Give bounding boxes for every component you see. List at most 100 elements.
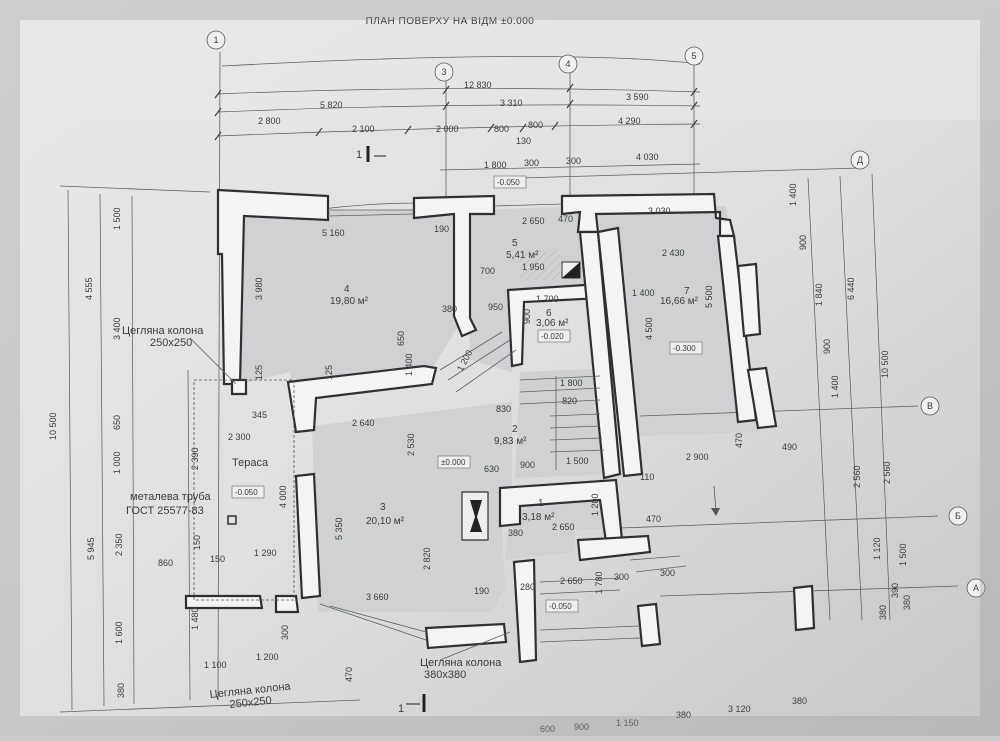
dim-r-4: 900 (822, 339, 832, 354)
dim-l-14: 4 000 (278, 485, 288, 508)
dim-l-23: 345 (252, 410, 267, 420)
dimension-chains-top (214, 83, 701, 171)
dim-in-10: 1 700 (536, 294, 559, 304)
dim-in-27: 380 (508, 528, 523, 538)
dim-l-22: 470 (344, 667, 354, 682)
dim-in-26: 2 650 (552, 522, 575, 532)
dim-l-10: 1 600 (114, 621, 124, 644)
dim-l-6: 1 000 (112, 451, 122, 474)
dim-in-1: 190 (434, 224, 449, 234)
stairs (439, 331, 687, 643)
terrace-outline (193, 379, 295, 601)
dim-l-25: 125 (324, 365, 334, 380)
dim-in-22: 630 (484, 464, 499, 474)
dim-in-23: 900 (520, 460, 535, 470)
dim-r-13: 380 (902, 595, 912, 610)
dim-l-29: 1 780 (594, 571, 604, 594)
dim-l-5: 650 (112, 415, 122, 430)
dim-in-4: 3 030 (648, 206, 671, 216)
dim-in-32: 2 650 (560, 576, 583, 586)
room-5-number: 5 (512, 238, 518, 249)
dim-b-0: 600 (540, 724, 555, 734)
dim-in-21: 490 (782, 442, 797, 452)
dim-r-0: 1 400 (788, 183, 798, 206)
dim-top-11: 1 800 (484, 160, 507, 170)
dim-top-14: 4 030 (636, 152, 659, 162)
axis-4: 4 (565, 59, 570, 69)
dim-top-2: 3 310 (500, 98, 523, 108)
axis-a: А (973, 583, 979, 593)
level-6: -0.050 (549, 602, 572, 611)
dim-in-33: 300 (614, 572, 629, 582)
level-3: -0.300 (673, 344, 696, 353)
dim-in-17: 830 (496, 404, 511, 414)
dim-in-12: 900 (522, 309, 532, 324)
dims-inner: 5 160 190 2 650 470 3 030 700 1 950 2 43… (322, 206, 797, 602)
dim-l-17: 150 (210, 554, 225, 564)
dim-r-17: 4 500 (644, 317, 654, 340)
dim-top-7: 800 (494, 124, 509, 134)
dim-in-28: 470 (646, 514, 661, 524)
dim-r-9: 1 120 (872, 537, 882, 560)
dim-l-12: 380 (116, 683, 126, 698)
axis-3: 3 (441, 67, 446, 77)
dim-l-8: 2 350 (114, 533, 124, 556)
axis-d: Д (857, 155, 863, 165)
col-note-3-size: 250x250 (229, 695, 272, 711)
dim-in-34: 300 (660, 568, 675, 578)
section-label-bottom: 1 (398, 703, 404, 715)
dim-l-27: 2 820 (422, 547, 432, 570)
room-4-area: 19,80 м² (330, 296, 369, 307)
dim-l-26: 5 350 (334, 517, 344, 540)
dim-top-8: 800 (528, 120, 543, 130)
dim-in-3: 470 (558, 214, 573, 224)
room-2-number: 2 (512, 424, 518, 435)
axis-markers: 1 3 4 5 Д В Б А (206, 30, 986, 598)
dims-top: 12 830 5 820 3 310 3 590 2 800 2 100 2 0… (258, 80, 659, 170)
dim-in-31: 280 (520, 582, 535, 592)
dim-l-15: 1 290 (254, 548, 277, 558)
dim-r-12: 380 (878, 605, 888, 620)
dim-r-2: 1 840 (814, 283, 824, 306)
dim-top-10: 130 (516, 136, 531, 146)
dim-l-21: 300 (280, 625, 290, 640)
terrace-label: Тераса (232, 457, 269, 469)
dim-r-5: 10 500 (880, 350, 890, 378)
chimney-symbols (461, 261, 581, 541)
room-2-area: 9,83 м² (494, 436, 527, 447)
dim-r-14: 470 (734, 433, 744, 448)
dim-l-7: 2 390 (190, 447, 200, 470)
dimension-chains-right (807, 173, 891, 621)
dim-r-7: 2 560 (852, 465, 862, 488)
dim-in-5: 700 (480, 266, 495, 276)
room-4-number: 4 (344, 284, 350, 295)
dim-in-25: 110 (640, 472, 654, 482)
dim-top-4: 2 800 (258, 116, 281, 126)
axis-1: 1 (213, 35, 218, 45)
dim-l-18: 150 (192, 535, 202, 550)
dim-l-16: 860 (158, 558, 173, 568)
room-1-area: 3,18 м² (522, 512, 555, 523)
dim-in-24: 1 500 (566, 456, 589, 466)
dim-b-1: 900 (574, 722, 589, 732)
dim-in-19: 2 530 (406, 433, 416, 456)
dim-in-15: 1 800 (560, 378, 583, 388)
dim-b-2: 1 150 (616, 718, 639, 728)
dim-r-10: 1 500 (898, 543, 908, 566)
section-label-top: 1 (356, 149, 362, 161)
dim-in-13: 1 400 (404, 353, 414, 376)
dim-l-3: 3 980 (254, 277, 264, 300)
dim-l-4: 10 500 (48, 412, 58, 440)
dim-in-29: 3 660 (366, 592, 389, 602)
walls (184, 188, 816, 664)
dim-in-16: 2 640 (352, 418, 375, 428)
axis-v: В (927, 401, 933, 411)
axis-b: Б (955, 511, 961, 521)
dim-in-2: 2 650 (522, 216, 545, 226)
dim-top-0: 12 830 (464, 80, 492, 90)
room-7-number: 7 (684, 286, 690, 297)
room-1-number: 1 (538, 498, 544, 509)
dim-l-9: 5 945 (86, 537, 96, 560)
dim-in-7: 2 430 (662, 248, 685, 258)
dim-r-8: 2 560 (882, 461, 892, 484)
